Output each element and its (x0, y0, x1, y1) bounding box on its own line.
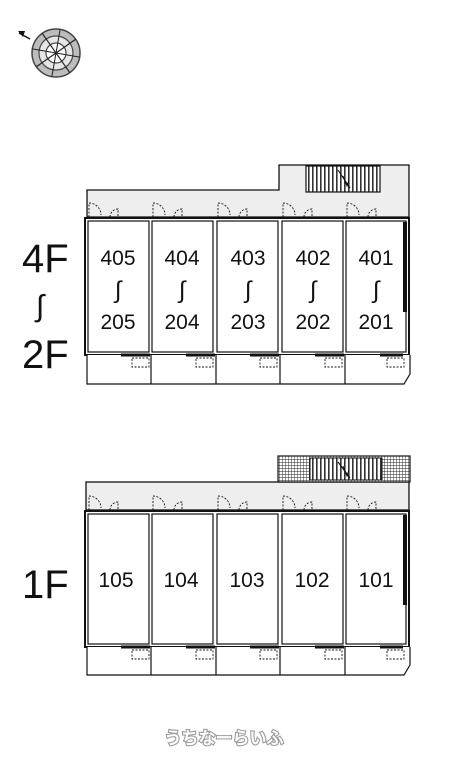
lower-building-block (84, 455, 411, 676)
unit-202: 202 (295, 311, 330, 334)
floor-range-mark: ∫ (34, 290, 46, 323)
unit-range-mark: ∫ (113, 277, 123, 304)
unit-405: 405 (100, 247, 135, 270)
upper-building-block (84, 164, 411, 385)
unit-105: 105 (98, 569, 133, 592)
unit-range-mark: ∫ (243, 277, 253, 304)
door-swings-upper (88, 202, 377, 218)
unit-range-mark: ∫ (177, 277, 187, 304)
unit-201: 201 (358, 311, 393, 334)
compass-rose-icon (18, 28, 81, 78)
unit-102: 102 (294, 569, 329, 592)
unit-range-mark: ∫ (308, 277, 318, 304)
floor-label-1f: 1F (22, 563, 69, 607)
unit-203: 203 (230, 311, 265, 334)
unit-range-mark: ∫ (371, 277, 381, 304)
unit-205: 205 (100, 311, 135, 334)
unit-401: 401 (358, 247, 393, 270)
unit-402: 402 (295, 247, 330, 270)
unit-101: 101 (358, 569, 393, 592)
unit-404: 404 (164, 247, 199, 270)
stairs-lower (277, 455, 411, 483)
lower-unit-labels: 105 104 103 102 101 (98, 569, 393, 592)
door-swings-lower (88, 495, 377, 511)
unit-104: 104 (163, 569, 198, 592)
unit-204: 204 (164, 311, 199, 334)
upper-unit-labels: 405 ∫ 205 404 ∫ 204 403 ∫ 203 402 ∫ 202 … (100, 247, 393, 334)
unit-403: 403 (230, 247, 265, 270)
floor-label-4f: 4F (22, 237, 69, 281)
unit-103: 103 (229, 569, 264, 592)
watermark-logo: うちなーらいふ (165, 729, 284, 748)
stairs-upper (305, 165, 381, 193)
floor-label-2f: 2F (22, 333, 69, 377)
